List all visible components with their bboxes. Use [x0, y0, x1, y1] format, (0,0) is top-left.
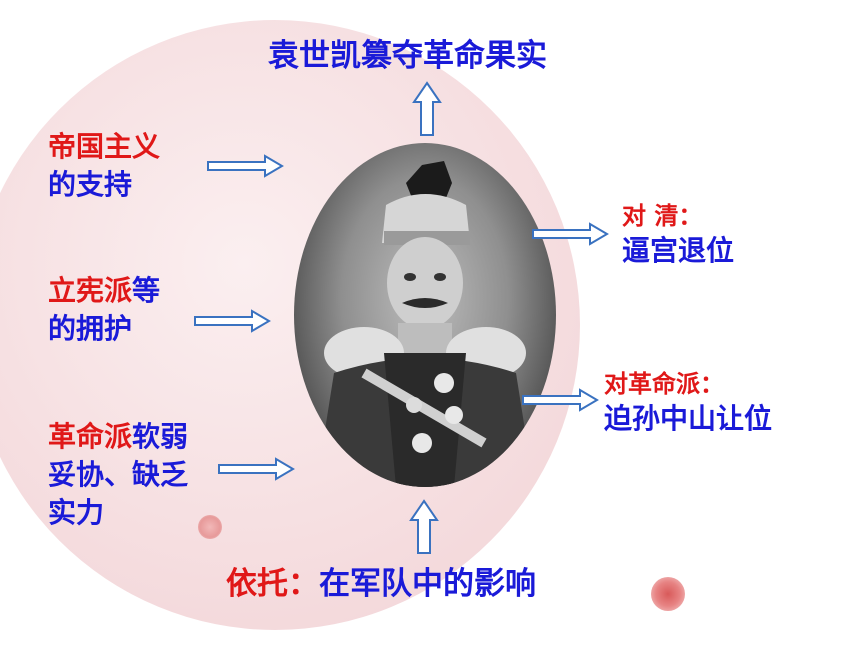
- bottom-body: 在军队中的影响: [319, 566, 536, 602]
- left-item-3-line3: 实力: [48, 496, 105, 529]
- left-item-2-red: 立宪派: [48, 274, 133, 307]
- portrait-photo: [294, 143, 556, 487]
- left-item-1-red: 帝国主义: [48, 130, 161, 163]
- right-item-2-body: 迫孙中山让位: [604, 402, 773, 435]
- left-item-3-red: 革命派: [48, 420, 133, 453]
- bottom-label: 依托：: [226, 566, 319, 602]
- right-arrow-icon: [522, 388, 599, 412]
- right-item-1-title: 对 清：: [622, 202, 703, 230]
- right-arrow-icon: [207, 154, 284, 178]
- up-arrow-icon: [409, 499, 439, 554]
- left-item-3-blue: 软弱: [132, 420, 189, 453]
- up-arrow-icon: [412, 81, 442, 136]
- right-item-2-title: 对革命派：: [604, 370, 724, 398]
- left-item-2: 立宪派等 的拥护: [48, 272, 160, 348]
- left-item-3-line2: 妥协、缺乏: [48, 458, 189, 491]
- right-item-1: 对 清： 逼宫退位: [622, 200, 734, 270]
- left-item-2-line2: 的拥护: [48, 312, 133, 345]
- decorative-dot: [651, 577, 685, 611]
- portrait-figure: [316, 161, 534, 487]
- bottom-text: 依托：在军队中的影响: [226, 558, 536, 603]
- left-item-1-line2: 的支持: [48, 168, 133, 201]
- left-item-3: 革命派软弱 妥协、缺乏 实力: [48, 418, 188, 532]
- right-arrow-icon: [194, 309, 271, 333]
- right-arrow-icon: [532, 222, 609, 246]
- decorative-dot: [198, 515, 222, 539]
- right-item-1-body: 逼宫退位: [622, 234, 735, 267]
- top-title: 袁世凯篡夺革命果实: [268, 38, 547, 74]
- right-item-2: 对革命派： 迫孙中山让位: [604, 368, 772, 438]
- left-item-2-blue: 等: [132, 274, 161, 307]
- left-item-1: 帝国主义 的支持: [48, 128, 160, 204]
- right-arrow-icon: [218, 457, 295, 481]
